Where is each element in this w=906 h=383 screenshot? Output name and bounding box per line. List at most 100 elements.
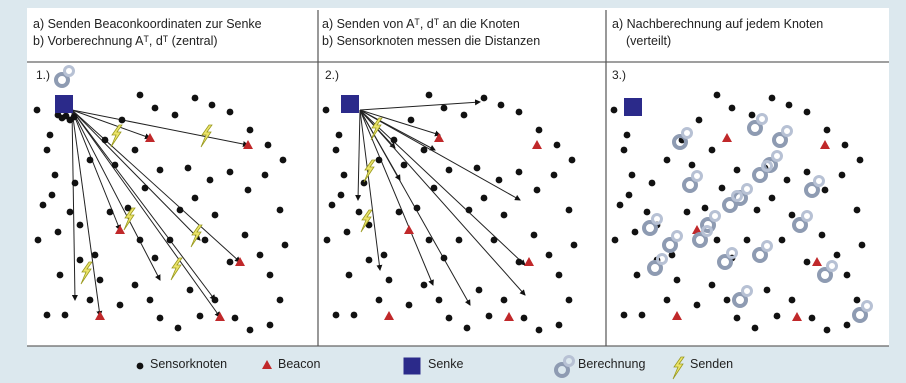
sensor-node (101, 136, 109, 144)
beacon-node (404, 225, 414, 234)
sensor-node (568, 156, 576, 164)
beacon-node (812, 257, 822, 266)
sensor-node (668, 251, 676, 259)
sensor-node (131, 146, 139, 154)
lightning-bolt-icon (360, 209, 373, 233)
sensor-node (823, 126, 831, 134)
sensor-node (858, 241, 866, 249)
diagram-area (27, 8, 889, 346)
compute-ring-icon (732, 284, 754, 308)
sensor-node (43, 311, 51, 319)
sensor-node (515, 108, 523, 116)
sensor-node (843, 321, 851, 329)
sensor-node (279, 156, 287, 164)
compute-ring-icon (752, 159, 774, 183)
sensor-node (535, 326, 543, 334)
sensor-node (136, 362, 144, 370)
sensor-node (803, 108, 811, 116)
panel1-line-b: b) Vorberechnung Aᵀ, dᵀ (zentral) (33, 34, 218, 48)
beacon-node (692, 225, 702, 234)
sensor-node (743, 236, 751, 244)
sensor-node (211, 211, 219, 219)
sensor-node (413, 204, 421, 212)
sensor-node (323, 236, 331, 244)
sensor-node (783, 176, 791, 184)
sensor-node (611, 236, 619, 244)
beacon-node (145, 133, 155, 142)
panel3-line-b: (verteilt) (626, 34, 672, 48)
sensor-node (631, 228, 639, 236)
sensor-node (281, 241, 289, 249)
sensor-node (693, 301, 701, 309)
sensor-node (535, 126, 543, 134)
sensor-node (623, 131, 631, 139)
sensor-node (226, 108, 234, 116)
sensor-node (226, 168, 234, 176)
sensor-node (663, 156, 671, 164)
beacon-node (532, 140, 542, 149)
transmission-arrow (71, 109, 221, 318)
sensor-node (328, 201, 336, 209)
sensor-node (473, 164, 481, 172)
sensor-node (688, 161, 696, 169)
sensor-node (440, 254, 448, 262)
sensor-node (713, 91, 721, 99)
sensor-node (231, 314, 239, 322)
transmission-arrow (71, 109, 151, 140)
compute-ring-icon (682, 169, 704, 193)
sensor-node (66, 208, 74, 216)
sensor-node (545, 251, 553, 259)
compute-ring-icon (642, 212, 664, 236)
panel3-number: 3.) (612, 68, 627, 82)
transmission-arrow (71, 109, 161, 281)
sensor-node (500, 211, 508, 219)
transmission-arrow (71, 109, 216, 301)
compute-ring-icon (662, 229, 684, 253)
sensor-node (276, 206, 284, 214)
sensor-node (390, 136, 398, 144)
sensor-node (33, 106, 41, 114)
beacon-node (235, 257, 245, 266)
sensor-node (773, 312, 781, 320)
sensor-node (733, 166, 741, 174)
transmission-arrow (359, 109, 383, 271)
compute-ring-icon (647, 252, 669, 276)
compute-ring-icon (752, 239, 774, 263)
sensor-node (788, 211, 796, 219)
legend-beacon-label: Beacon (278, 357, 321, 371)
sensor-node (151, 104, 159, 112)
sensor-node (70, 113, 78, 121)
sensor-node (733, 314, 741, 322)
sensor-node (445, 314, 453, 322)
compute-ring-icon (672, 126, 694, 150)
sensor-node (823, 326, 831, 334)
sensor-node (340, 171, 348, 179)
sensor-node (151, 254, 159, 262)
lightning-bolt-icon (672, 356, 685, 380)
sensor-node (841, 141, 849, 149)
sensor-node (460, 111, 468, 119)
sensor-node (533, 186, 541, 194)
sensor-node (266, 321, 274, 329)
sensor-node (643, 208, 651, 216)
lightning-bolt-icon (190, 224, 203, 248)
sensor-node (718, 184, 726, 192)
sensor-node (146, 296, 154, 304)
sensor-node (131, 281, 139, 289)
sensor-node (728, 104, 736, 112)
compute-ring-icon (54, 64, 76, 88)
sink-node (403, 357, 421, 375)
legend-compute-label: Berechnung (578, 357, 646, 371)
panel3-line-a: a) Nachberechnung auf jedem Knoten (612, 17, 824, 31)
transmission-arrow (71, 109, 201, 241)
sensor-node (550, 171, 558, 179)
beacon-node (243, 140, 253, 149)
beacon-node (722, 133, 732, 142)
sensor-node (191, 94, 199, 102)
sensor-node (39, 201, 47, 209)
sensor-node (174, 324, 182, 332)
sensor-node (768, 94, 776, 102)
sensor-node (208, 101, 216, 109)
sensor-node (51, 171, 59, 179)
sensor-node (171, 111, 179, 119)
